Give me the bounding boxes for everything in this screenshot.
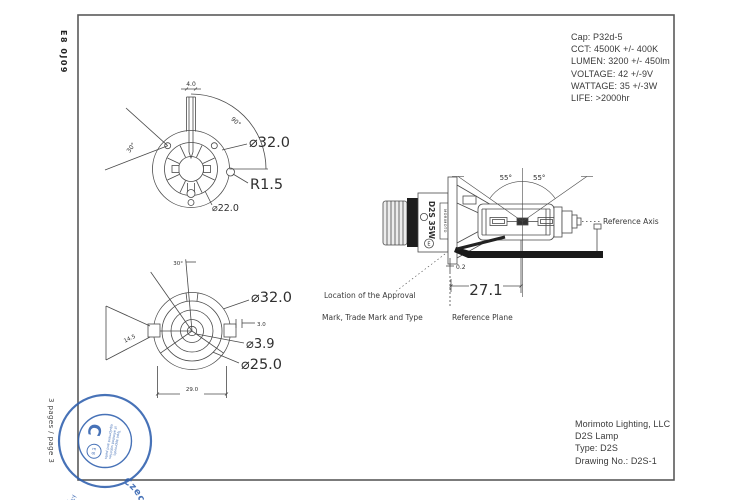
dim-30deg: 30° bbox=[126, 142, 138, 155]
approval-code-vertical: E8 0J09 bbox=[59, 30, 68, 74]
stamp-e8-text: E 8 bbox=[89, 447, 96, 455]
emark-circle bbox=[424, 238, 434, 249]
spec-lumen: LUMEN: 3200 +/- 450lm bbox=[571, 56, 670, 67]
bottom-view-labels: 30° ⌀32.0 3.0 ⌀3.9 ⌀25.0 14.5 29.0 bbox=[123, 261, 292, 393]
product-name: D2S Lamp bbox=[575, 431, 619, 442]
stamp-inner-line2: of wheeled vehicles bbox=[108, 426, 118, 460]
stamp-inner-line1: Type approvals bbox=[113, 429, 122, 456]
flange bbox=[447, 176, 458, 265]
company-name: Morimoto Lighting, LLC bbox=[575, 419, 671, 429]
base-black-band bbox=[407, 198, 418, 247]
spec-cct: CCT: 4500K +/- 400K bbox=[571, 44, 659, 55]
brand-text: MORIMOTO bbox=[443, 209, 447, 233]
stamp-inner-line3: equipment and parts bbox=[104, 424, 114, 460]
dim-29-0: 29.0 bbox=[186, 387, 199, 393]
base-marking-text: D2S 35W bbox=[427, 201, 436, 240]
spec-cap: Cap: P32d-5 bbox=[571, 32, 623, 42]
dim-30deg-bottom: 30° bbox=[173, 261, 183, 267]
drawing-number: Drawing No.: D2S-1 bbox=[575, 455, 657, 466]
bottom-view-drawing bbox=[105, 259, 255, 398]
dim-dia-22: ⌀22.0 bbox=[212, 203, 239, 214]
approval-stamp: Czech Republic Ministry of Transport UNE… bbox=[57, 393, 153, 500]
dim-14-5: 14.5 bbox=[123, 334, 137, 345]
spec-voltage: VOLTAGE: 42 +/-9V bbox=[571, 68, 654, 79]
stamp-authority: UNECE Approval Authority bbox=[71, 494, 134, 500]
reference-axis-label: Reference Axis bbox=[603, 217, 659, 226]
dim-dia-3-9: ⌀3.9 bbox=[246, 337, 275, 352]
side-view-drawing bbox=[382, 168, 602, 308]
top-view-drawing bbox=[104, 87, 268, 208]
spec-life: LIFE: >2000hr bbox=[571, 93, 630, 104]
dim-0-2: 0.2 bbox=[456, 264, 466, 271]
dim-4-0: 4.0 bbox=[186, 81, 196, 88]
page-note-vertical: 3 pages / page 3 bbox=[47, 398, 55, 463]
stamp-center: Type approvals of wheeled vehicles equip… bbox=[83, 422, 122, 460]
dim-90deg: 90° bbox=[229, 116, 242, 128]
return-wire-lead bbox=[456, 235, 506, 251]
dim-55-left: 55° bbox=[500, 174, 512, 182]
top-view-labels: 4.0 90° 30° ⌀32.0 R1.5 ⌀22.0 bbox=[126, 81, 290, 214]
title-block: Morimoto Lighting, LLC D2S Lamp Type: D2… bbox=[575, 418, 670, 467]
stamp-letter-c: C bbox=[83, 422, 105, 438]
spec-block: Cap: P32d-5 CCT: 4500K +/- 400K LUMEN: 3… bbox=[571, 31, 670, 104]
dim-dia-32: ⌀32.0 bbox=[249, 135, 290, 151]
dim-dia-25: ⌀25.0 bbox=[241, 357, 282, 373]
side-view-labels: 55° 55° D2S 35W E MORIMOTO 0.2 27.1 Refe… bbox=[322, 174, 659, 322]
spec-wattage: WATTAGE: 35 +/-3W bbox=[571, 80, 658, 91]
approval-note-line2: Mark, Trade Mark and Type bbox=[322, 313, 423, 322]
rim-notch bbox=[226, 167, 235, 177]
reference-plane-label: Reference Plane bbox=[452, 313, 513, 322]
dim-55-right: 55° bbox=[533, 174, 545, 182]
lamp-type: Type: D2S bbox=[575, 443, 618, 454]
return-wire bbox=[454, 247, 603, 258]
stamp-inner-ring bbox=[77, 413, 133, 469]
dim-r1-5: R1.5 bbox=[250, 177, 283, 193]
approval-note-line1: Location of the Approval bbox=[324, 291, 416, 300]
sheet-border bbox=[77, 14, 675, 481]
stamp-outer-ring bbox=[57, 393, 153, 489]
emark-letter: E bbox=[427, 242, 430, 248]
stamp-e8-circle bbox=[86, 443, 102, 459]
dim-3-0: 3.0 bbox=[257, 322, 266, 328]
dim-dia-32-bottom: ⌀32.0 bbox=[251, 290, 292, 306]
dim-27-1: 27.1 bbox=[469, 281, 502, 299]
